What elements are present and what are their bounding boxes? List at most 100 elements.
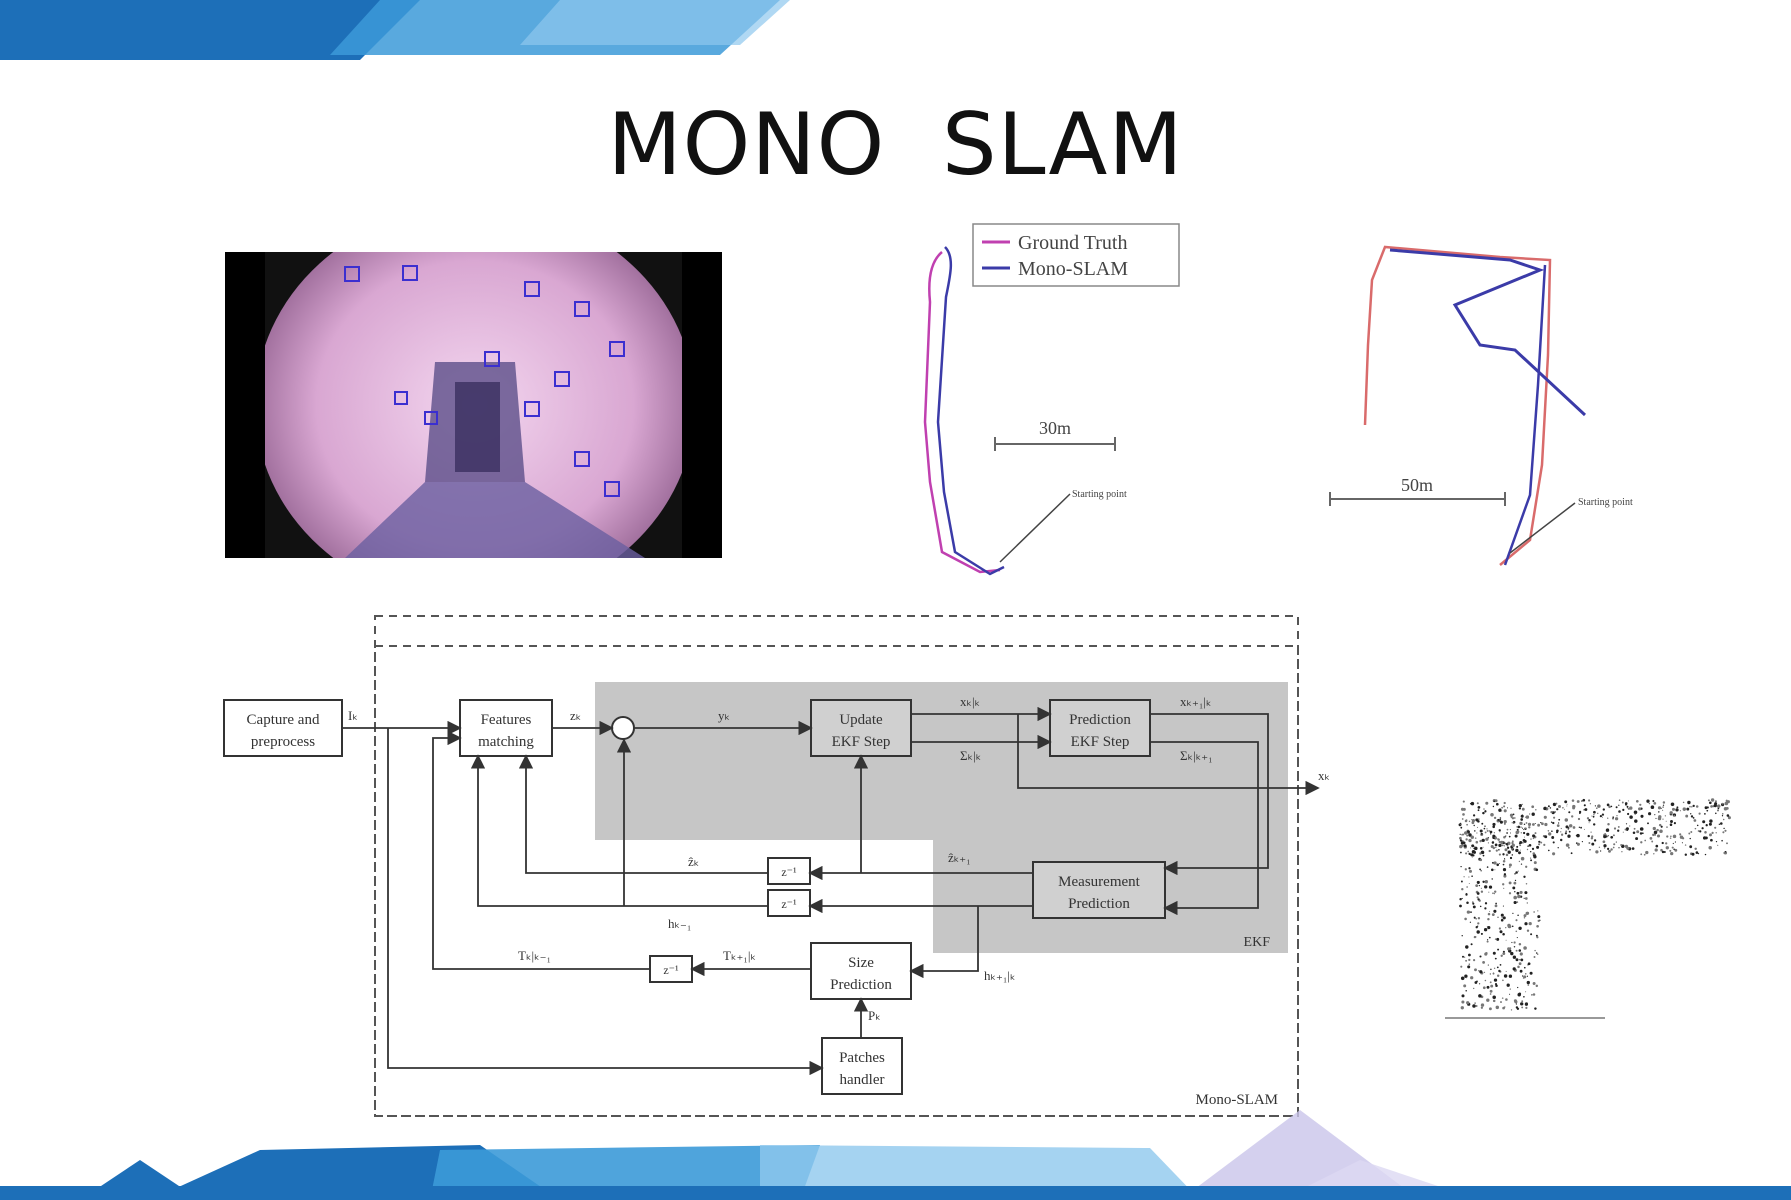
- map-point: [1516, 937, 1518, 939]
- map-point: [1613, 843, 1616, 846]
- map-point: [1529, 813, 1531, 815]
- map-point: [1547, 805, 1550, 808]
- map-point: [1503, 887, 1505, 889]
- map-point: [1550, 821, 1553, 823]
- size-prediction-block: Size Prediction: [810, 942, 912, 1000]
- map-point: [1588, 799, 1591, 802]
- map-point: [1466, 823, 1468, 826]
- map-point: [1679, 810, 1681, 812]
- map-point: [1459, 836, 1462, 840]
- map-point: [1669, 823, 1673, 826]
- map-point: [1495, 802, 1499, 806]
- start-label: Starting point: [1578, 497, 1633, 508]
- map-point: [1527, 845, 1529, 847]
- map-point: [1597, 812, 1599, 814]
- map-point: [1610, 848, 1613, 851]
- map-point: [1507, 850, 1511, 854]
- map-point: [1498, 862, 1500, 865]
- map-point: [1660, 825, 1663, 828]
- map-point: [1716, 809, 1720, 812]
- map-point: [1649, 837, 1653, 840]
- map-point: [1568, 830, 1571, 833]
- map-point: [1570, 852, 1573, 855]
- map-point: [1470, 943, 1473, 946]
- map-point: [1722, 831, 1725, 834]
- map-point: [1524, 827, 1527, 830]
- map-point: [1463, 844, 1467, 848]
- map-point: [1723, 851, 1728, 855]
- map-point: [1493, 978, 1498, 982]
- map-point: [1513, 946, 1516, 948]
- map-point: [1593, 839, 1597, 842]
- map-point: [1523, 916, 1526, 919]
- map-point: [1488, 936, 1491, 939]
- map-point: [1472, 987, 1475, 990]
- svg-text:Measurement: Measurement: [1058, 874, 1140, 890]
- map-point: [1494, 890, 1497, 893]
- map-point: [1497, 838, 1499, 840]
- map-point: [1518, 803, 1522, 808]
- map-point: [1589, 803, 1592, 805]
- map-point: [1662, 806, 1664, 808]
- map-point: [1460, 865, 1462, 868]
- map-point: [1498, 969, 1501, 973]
- map-point: [1524, 1002, 1529, 1006]
- map-point: [1726, 842, 1728, 845]
- map-point: [1500, 810, 1503, 812]
- map-point: [1460, 823, 1462, 826]
- map-point: [1502, 979, 1504, 982]
- map-point: [1543, 815, 1547, 819]
- map-point: [1597, 804, 1601, 808]
- map-point: [1646, 799, 1650, 803]
- map-point: [1470, 847, 1472, 849]
- map-point: [1477, 818, 1480, 820]
- map-point: [1608, 805, 1611, 809]
- ground-truth-path: [1363, 245, 1552, 566]
- map-point: [1715, 812, 1717, 815]
- map-point: [1484, 810, 1487, 813]
- map-point: [1497, 948, 1500, 951]
- map-point: [1531, 805, 1535, 809]
- map-point: [1489, 981, 1492, 984]
- svg-text:Patches: Patches: [839, 1050, 885, 1066]
- map-point: [1515, 848, 1519, 853]
- map-point: [1535, 934, 1538, 937]
- map-point: [1492, 951, 1496, 955]
- svg-text:z⁻¹: z⁻¹: [781, 897, 797, 911]
- map-point: [1514, 1000, 1518, 1004]
- map-point: [1576, 800, 1580, 803]
- map-point: [1477, 898, 1480, 901]
- map-point: [1544, 822, 1548, 827]
- map-point: [1460, 1006, 1464, 1010]
- map-point: [1532, 852, 1536, 855]
- map-point: [1471, 901, 1474, 903]
- map-point: [1520, 826, 1522, 828]
- map-point: [1530, 838, 1532, 840]
- map-point: [1502, 916, 1506, 920]
- map-point: [1468, 876, 1470, 878]
- map-point: [1506, 846, 1510, 849]
- map-point: [1501, 997, 1504, 999]
- map-point: [1494, 843, 1498, 847]
- map-point: [1483, 971, 1486, 974]
- map-point: [1505, 970, 1507, 972]
- map-point: [1658, 815, 1662, 819]
- frame-label: Mono-SLAM: [1195, 1092, 1278, 1108]
- map-point: [1501, 916, 1503, 919]
- map-point: [1618, 847, 1620, 849]
- map-point: [1479, 839, 1482, 843]
- map-point: [1616, 815, 1618, 817]
- map-point: [1556, 808, 1559, 811]
- map-point: [1524, 922, 1528, 926]
- map-point: [1566, 803, 1568, 805]
- update-ekf-block: Update EKF Step: [810, 699, 912, 757]
- map-point: [1536, 936, 1539, 939]
- map-point: [1521, 814, 1524, 816]
- map-point: [1460, 976, 1465, 981]
- map-point: [1548, 832, 1552, 836]
- map-point: [1593, 814, 1595, 816]
- map-point: [1475, 1005, 1478, 1007]
- map-point: [1532, 834, 1536, 838]
- map-point: [1481, 822, 1484, 825]
- map-point: [1551, 830, 1553, 832]
